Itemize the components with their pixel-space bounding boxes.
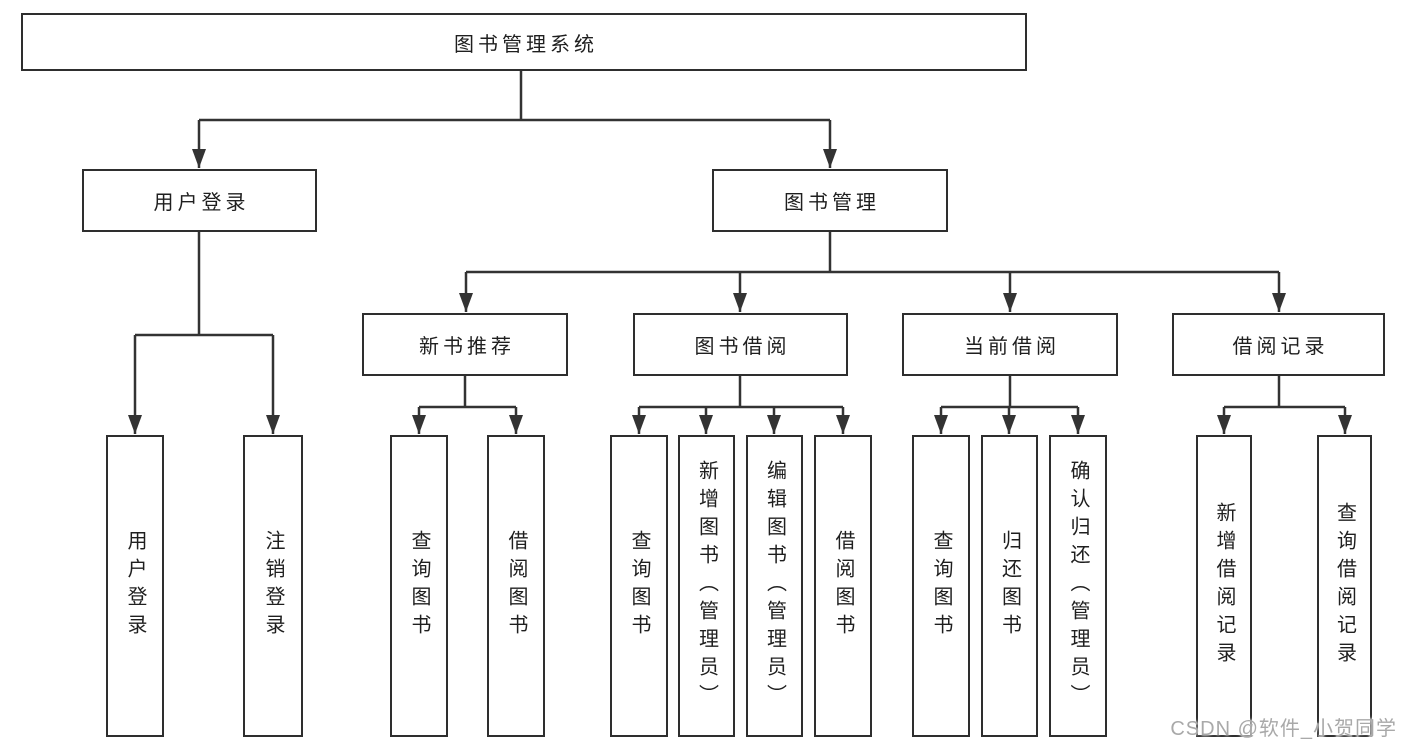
leaf-cb-return-books: 归还图书: [981, 435, 1038, 737]
node-user-login: 用户登录: [82, 169, 317, 232]
node-library-system: 图书管理系统: [21, 13, 1027, 71]
csdn-watermark: CSDN @软件_小贺同学: [1170, 718, 1397, 740]
node-borrow-records: 借阅记录: [1172, 313, 1385, 376]
leaf-bb-borrow-books-label: 借阅图书: [832, 530, 854, 642]
leaf-br-add-record: 新增借阅记录: [1196, 435, 1252, 737]
leaf-nb-query-books-label: 查询图书: [408, 530, 430, 642]
connector-book-mgmt-trunk: [466, 232, 1279, 274]
leaf-bb-add-books-admin: 新增图书（管理员）: [678, 435, 735, 737]
leaf-bb-add-books-admin-label: 新增图书（管理员）: [695, 460, 718, 712]
leaf-logout-label: 注销登录: [262, 530, 284, 642]
connector-user-login-trunk: [135, 232, 273, 337]
leaf-br-query-record-label: 查询借阅记录: [1333, 502, 1356, 670]
node-current-borrowing: 当前借阅: [902, 313, 1118, 376]
leaf-bb-edit-books-admin-label: 编辑图书（管理员）: [763, 460, 786, 712]
connector-new-book-trunk: [419, 376, 516, 409]
leaf-bb-borrow-books: 借阅图书: [814, 435, 872, 737]
connector-current-borrow-trunk: [941, 376, 1078, 409]
leaf-bb-query-books-label: 查询图书: [628, 530, 650, 642]
connector-borrow-record-trunk: [1224, 376, 1345, 409]
leaf-cb-confirm-return-admin-label: 确认归还（管理员）: [1067, 460, 1089, 712]
leaf-user-login-label: 用户登录: [124, 530, 146, 642]
node-new-book-recommend: 新书推荐: [362, 313, 568, 376]
node-book-management: 图书管理: [712, 169, 948, 232]
leaf-br-add-record-label: 新增借阅记录: [1213, 502, 1235, 670]
leaf-nb-query-books: 查询图书: [390, 435, 448, 737]
leaf-bb-query-books: 查询图书: [610, 435, 668, 737]
leaf-nb-borrow-books-label: 借阅图书: [505, 530, 527, 642]
connector-root-trunk: [199, 71, 830, 122]
leaf-user-login: 用户登录: [106, 435, 164, 737]
leaf-cb-return-books-label: 归还图书: [998, 530, 1021, 642]
leaf-bb-edit-books-admin: 编辑图书（管理员）: [746, 435, 803, 737]
leaf-logout: 注销登录: [243, 435, 303, 737]
leaf-br-query-record: 查询借阅记录: [1317, 435, 1372, 737]
leaf-cb-query-books-label: 查询图书: [930, 530, 952, 642]
leaf-cb-confirm-return-admin: 确认归还（管理员）: [1049, 435, 1107, 737]
leaf-nb-borrow-books: 借阅图书: [487, 435, 545, 737]
node-book-borrowing: 图书借阅: [633, 313, 848, 376]
connector-book-borrow-trunk: [639, 376, 843, 409]
leaf-cb-query-books: 查询图书: [912, 435, 970, 737]
